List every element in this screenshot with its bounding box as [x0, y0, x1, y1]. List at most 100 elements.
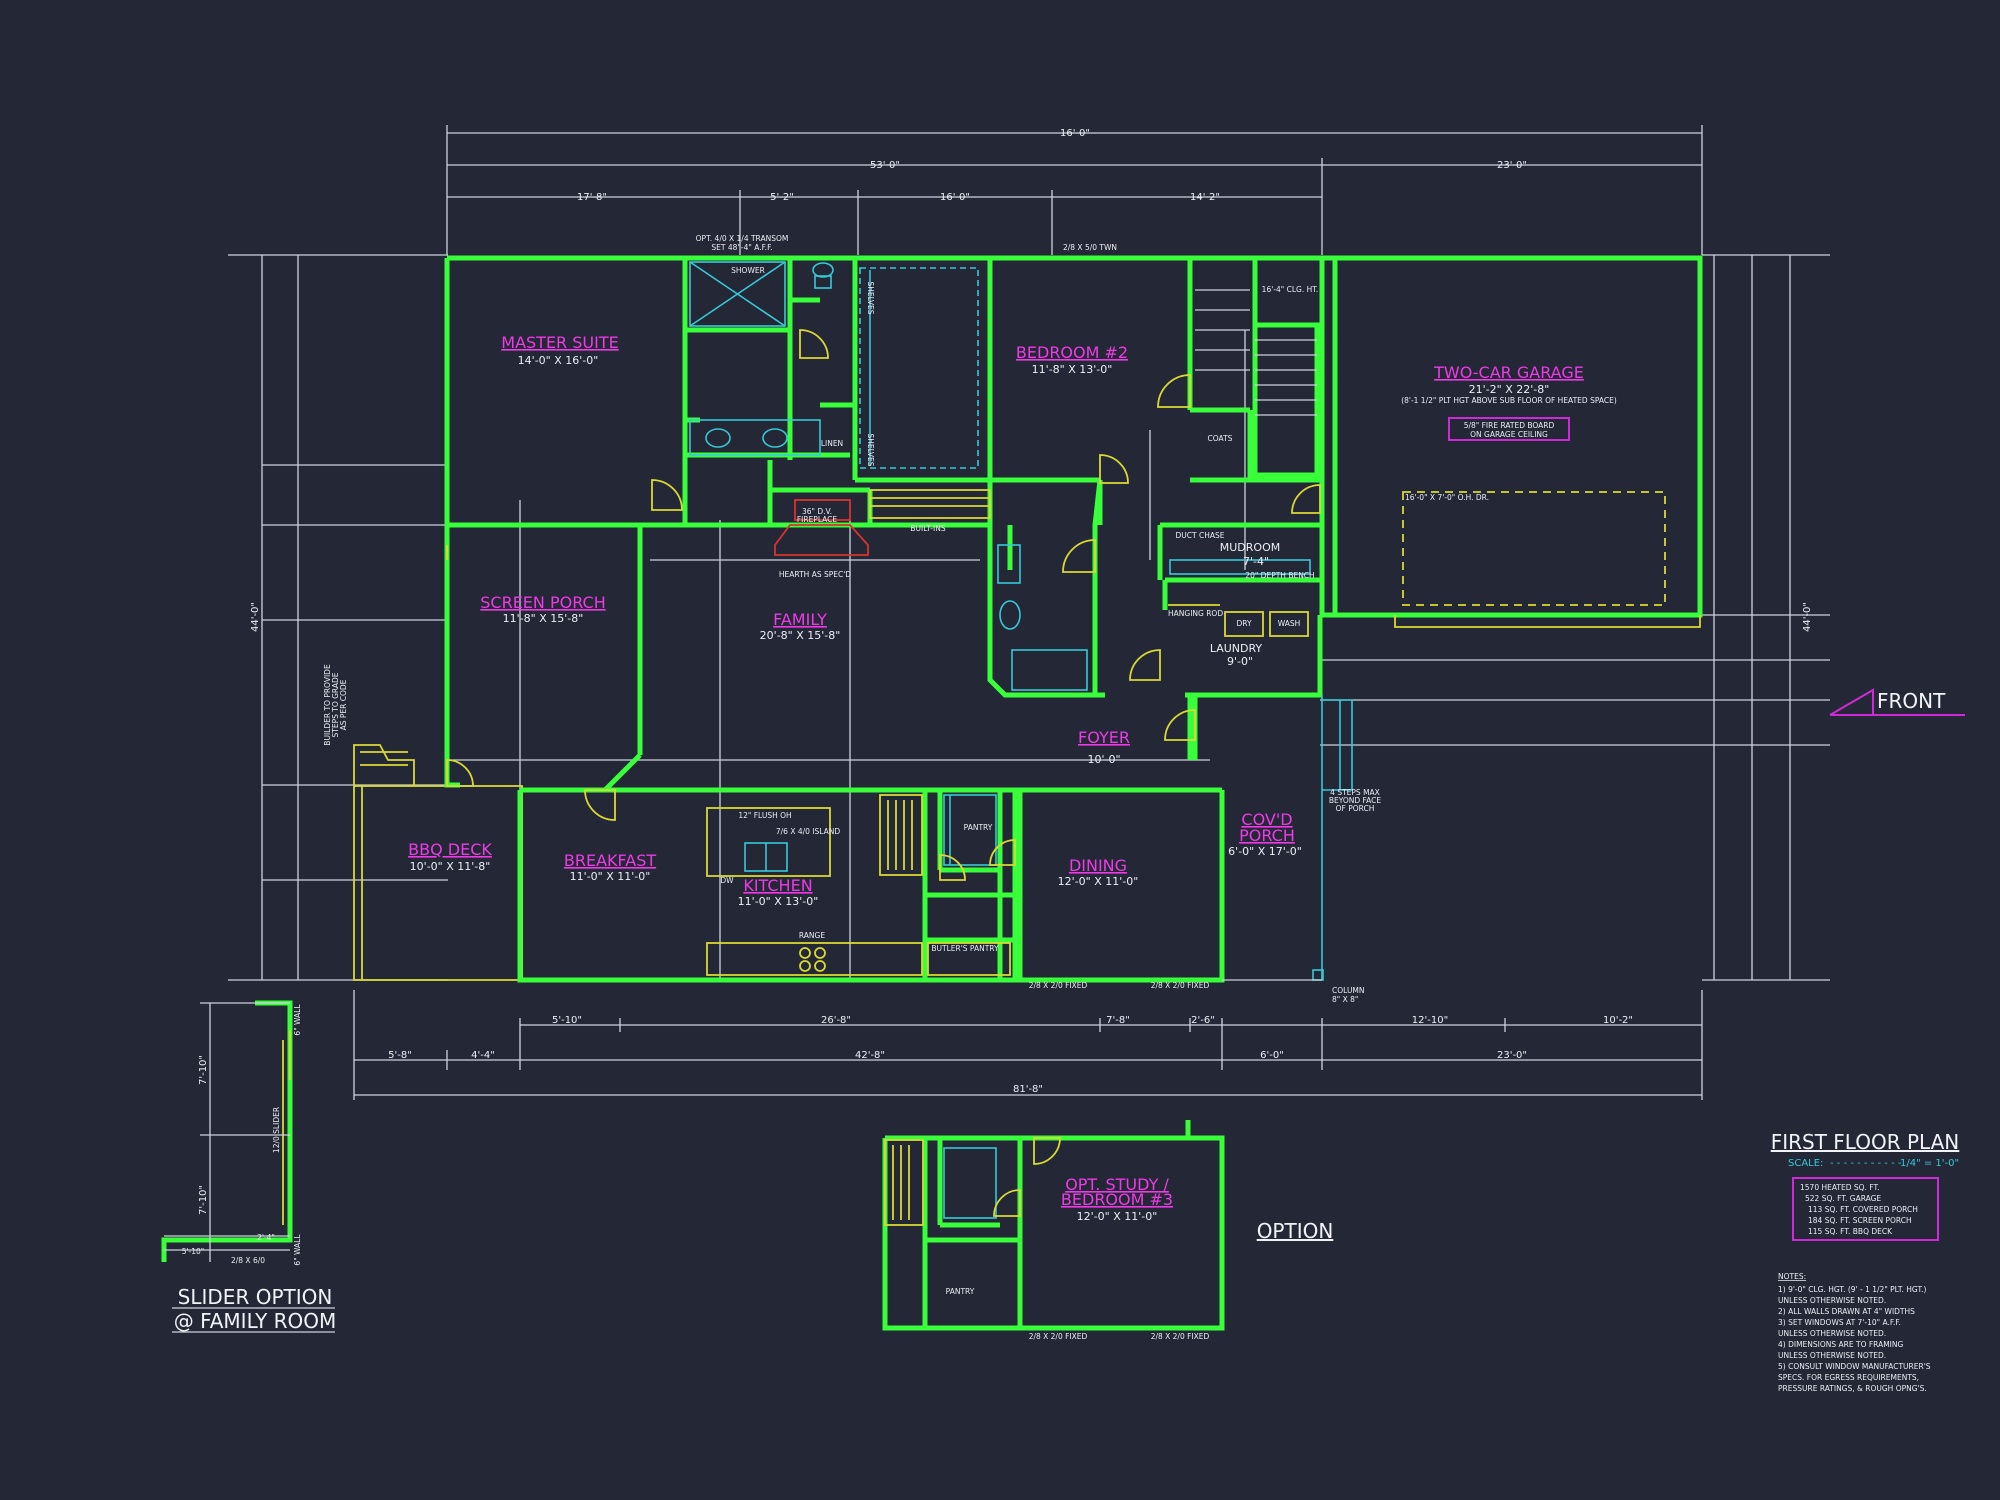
mudroom-size: 7'-4": [1243, 555, 1269, 568]
slider-dim-2: 7'-10": [198, 1185, 209, 1215]
note-5: UNLESS OTHERWISE NOTED.: [1778, 1329, 1886, 1338]
pantry-label-main: PANTRY: [964, 823, 993, 832]
area-line-1: 1570 HEATED SQ. FT.: [1800, 1183, 1880, 1192]
dim-seg1: 17'-8": [577, 192, 607, 203]
island-1: 12" FLUSH OH: [738, 811, 791, 820]
note-9: SPECS. FOR EGRESS REQUIREMENTS,: [1778, 1373, 1919, 1382]
slider-dim-5: 2/8 X 6/0: [231, 1256, 265, 1265]
bedroom2-size: 11'-8" X 13'-0": [1032, 363, 1113, 376]
scale-value: 1/4" = 1'-0": [1900, 1158, 1959, 1169]
kitchen-size: 11'-0" X 13'-0": [738, 895, 819, 908]
foyer-size: 10'-0": [1087, 753, 1120, 766]
builder-note-1: BUILDER TO PROVIDE: [323, 664, 332, 746]
linen-label: LINEN: [821, 439, 843, 448]
study-size: 12'-0" X 11'-0": [1077, 1210, 1158, 1223]
washer-label: WASH: [1278, 619, 1301, 628]
coats-label: COATS: [1208, 434, 1233, 443]
builder-note-3: AS PER CODE: [339, 679, 348, 730]
slider-dim-3: 5'-10": [182, 1247, 205, 1256]
dim-b-7-8: 7'-8": [1106, 1015, 1130, 1026]
clg-ht-label: 16'-4" CLG. HT.: [1262, 285, 1319, 294]
garage-board-1: 5/8" FIRE RATED BOARD: [1464, 421, 1555, 430]
dim-b-12-10: 12'-10": [1412, 1015, 1448, 1026]
bbq-deck-size: 10'-0" X 11'-8": [410, 860, 491, 873]
fireplace-2: FIREPLACE: [797, 515, 838, 524]
column-note-1: COLUMN: [1332, 986, 1365, 995]
laundry-size: 9'-0": [1227, 655, 1253, 668]
dim-left-depth: 44'-0": [250, 602, 261, 632]
area-line-3: 113 SQ. FT. COVERED PORCH: [1808, 1205, 1918, 1214]
dryer-label: DRY: [1236, 619, 1252, 628]
slider-wall-2: 6" WALL: [293, 1234, 302, 1266]
range-label: RANGE: [799, 931, 825, 940]
shower-label: SHOWER: [731, 266, 765, 275]
scale-label: SCALE:: [1788, 1158, 1823, 1169]
family-size: 20'-8" X 15'-8": [760, 629, 841, 642]
area-line-5: 115 SQ. FT. BBQ DECK: [1808, 1227, 1893, 1236]
dining-label: DINING: [1069, 856, 1127, 875]
fixed-window-1: 2/8 X 2/0 FIXED: [1029, 981, 1088, 990]
dim-b-10-2: 10'-2": [1603, 1015, 1633, 1026]
slider-option-title: SLIDER OPTION: [178, 1285, 333, 1309]
dim-b-26-8: 26'-8": [821, 1015, 851, 1026]
garage-door-label: 16'-0" X 7'-0" O.H. DR.: [1405, 493, 1489, 502]
study-label-2: BEDROOM #3: [1061, 1190, 1173, 1209]
fireplace-1: 36" D.V.: [802, 507, 832, 516]
dim-bottom-6: 6'-0": [1260, 1050, 1284, 1061]
garage-note: (8'-1 1/2" PLT HGT ABOVE SUB FLOOR OF HE…: [1401, 396, 1617, 405]
dim-seg2: 5'-2": [770, 192, 794, 203]
annotations: OPT. 4/0 X 1/4 TRANSOM SET 48"-4" A.F.F.…: [323, 234, 1381, 1004]
covd-porch-size: 6'-0" X 17'-0": [1228, 845, 1302, 858]
mudroom-label: MUDROOM: [1220, 541, 1280, 554]
bedroom2-label: BEDROOM #2: [1016, 343, 1128, 362]
laundry-label: LAUNDRY: [1210, 642, 1263, 655]
dim-seg3: 16'-0": [940, 192, 970, 203]
depth-bench-label: 20" DEPTH BENCH: [1245, 571, 1314, 580]
dim-bottom-42: 42'-8": [855, 1050, 885, 1061]
foyer-label: FOYER: [1078, 728, 1130, 747]
note-8: 5) CONSULT WINDOW MANUFACTURER'S: [1778, 1362, 1931, 1371]
transom-1: OPT. 4/0 X 1/4 TRANSOM: [696, 234, 789, 243]
room-labels: MASTER SUITE 14'-0" X 16'-0" BEDROOM #2 …: [408, 333, 1617, 908]
study-label-1: OPT. STUDY /: [1065, 1175, 1169, 1194]
builder-note-2: STEPS TO GRADE: [331, 672, 340, 737]
fixtures: [446, 261, 1701, 981]
note-2: UNLESS OTHERWISE NOTED.: [1778, 1296, 1886, 1305]
dim-seg4: 14'-2": [1190, 192, 1220, 203]
front-label: FRONT: [1877, 689, 1946, 713]
garage-size: 21'-2" X 22'-8": [1469, 383, 1550, 396]
steps-note-2: BEYOND FACE: [1329, 796, 1382, 805]
slider-dim-4: 2'-4": [257, 1233, 275, 1242]
dim-total-width: 16'-0": [1060, 128, 1090, 139]
column-note-2: 8" X 8": [1332, 995, 1358, 1004]
slider-wall-1: 6" WALL: [293, 1004, 302, 1036]
garage-board-2: ON GARAGE CEILING: [1470, 430, 1548, 439]
plan-title: FIRST FLOOR PLAN: [1771, 1130, 1960, 1154]
study-pantry-label: PANTRY: [946, 1287, 975, 1296]
note-1: 1) 9'-0" CLG. HGT. (9' - 1 1/2" PLT. HGT…: [1778, 1285, 1927, 1294]
area-line-4: 184 SQ. FT. SCREEN PORCH: [1808, 1216, 1912, 1225]
breakfast-size: 11'-0" X 11'-0": [570, 870, 651, 883]
fixed-window-2: 2/8 X 2/0 FIXED: [1151, 981, 1210, 990]
shelves-label-2: SHELVES: [866, 433, 875, 466]
family-label: FAMILY: [773, 610, 827, 629]
kitchen-label: KITCHEN: [743, 876, 812, 895]
steps-note-3: OF PORCH: [1336, 804, 1375, 813]
option-label: OPTION: [1257, 1219, 1334, 1243]
note-10: PRESSURE RATINGS, & ROUGH OPNG'S.: [1778, 1384, 1927, 1393]
scale-dashes: - - - - - - - - - - -: [1830, 1158, 1902, 1169]
shelves-label-1: SHELVES: [866, 281, 875, 314]
dim-bottom-5-8: 5'-8": [388, 1050, 412, 1061]
screen-porch-label: SCREEN PORCH: [480, 593, 605, 612]
area-line-2: 522 SQ. FT. GARAGE: [1805, 1194, 1881, 1203]
master-suite-label: MASTER SUITE: [501, 333, 618, 352]
breakfast-label: BREAKFAST: [564, 851, 656, 870]
hanging-rod-label: HANGING ROD: [1168, 609, 1223, 618]
window-top-label: 2/8 X 5/0 TWN: [1063, 243, 1117, 252]
front-indicator: FRONT: [1829, 688, 1965, 716]
slider-option-detail: 7'-10" 7'-10" 5'-10" 2'-4" 2/8 X 6/0 12/…: [161, 1000, 336, 1333]
study-fixed-1: 2/8 X 2/0 FIXED: [1029, 1332, 1088, 1341]
garage-label: TWO-CAR GARAGE: [1433, 363, 1584, 382]
interior-walls: [682, 258, 1320, 980]
